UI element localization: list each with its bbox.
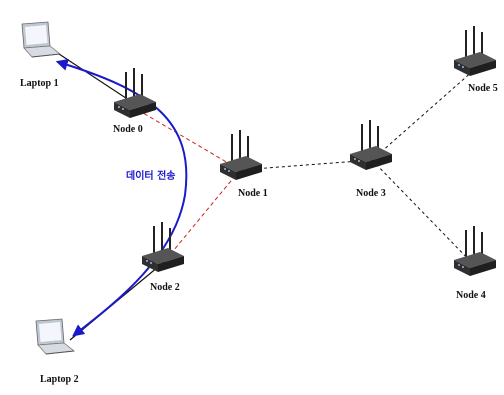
- node-0-label: Node 0: [113, 124, 143, 135]
- node-2: [142, 222, 184, 272]
- node-1: [220, 130, 262, 180]
- node-0: [114, 68, 156, 118]
- router-icon: [142, 222, 184, 272]
- node-5-label: Node 5: [468, 83, 498, 94]
- node-5: [454, 26, 496, 76]
- laptop-icon: [35, 318, 75, 355]
- router-icon: [350, 120, 392, 170]
- node-2-label: Node 2: [150, 282, 180, 293]
- laptop-2: [35, 318, 75, 355]
- laptop-2-label: Laptop 2: [40, 374, 79, 385]
- router-icon: [220, 130, 262, 180]
- node-1-label: Node 1: [238, 188, 268, 199]
- data-transfer-label: 데이터 전송: [126, 169, 175, 182]
- laptop-icon: [21, 21, 61, 58]
- router-icon: [114, 68, 156, 118]
- node-4-label: Node 4: [456, 290, 486, 301]
- link-node1-node2: [163, 169, 241, 263]
- link-node3-node5: [371, 69, 475, 161]
- link-node3-node4: [371, 159, 475, 266]
- node-3: [350, 120, 392, 170]
- node-3-label: Node 3: [356, 188, 386, 199]
- link-node0-node1: [137, 109, 241, 171]
- laptop-1: [21, 21, 61, 58]
- laptop-1-label: Laptop 1: [20, 78, 59, 89]
- router-icon: [454, 26, 496, 76]
